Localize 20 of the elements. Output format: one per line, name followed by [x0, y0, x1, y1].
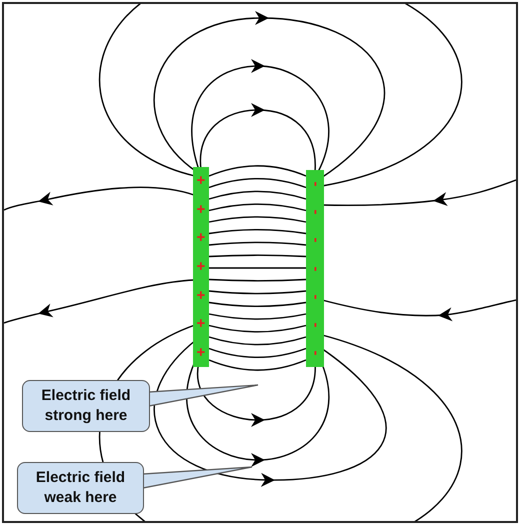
minus-sign: -	[308, 350, 322, 356]
callout-pointer	[148, 384, 259, 407]
plus-sign: +	[196, 174, 206, 188]
minus-sign: -	[308, 238, 322, 243]
minus-sign: -	[308, 210, 322, 215]
plus-sign: +	[196, 260, 206, 274]
minus-sign: -	[308, 294, 322, 300]
plus-sign: +	[196, 231, 206, 246]
plus-sign: +	[196, 346, 206, 360]
minus-sign: -	[308, 322, 322, 328]
minus-sign: -	[308, 182, 322, 187]
callout-text: Electric field strong here	[40, 386, 132, 426]
callout-box	[17, 462, 144, 514]
plus-sign: +	[196, 317, 206, 332]
callout-text: Electric field weak here	[34, 468, 126, 508]
callout-pointer	[142, 466, 253, 489]
callout-box	[22, 380, 150, 432]
plus-sign: +	[196, 288, 206, 303]
plus-sign: +	[196, 202, 206, 217]
minus-sign: -	[308, 266, 322, 271]
